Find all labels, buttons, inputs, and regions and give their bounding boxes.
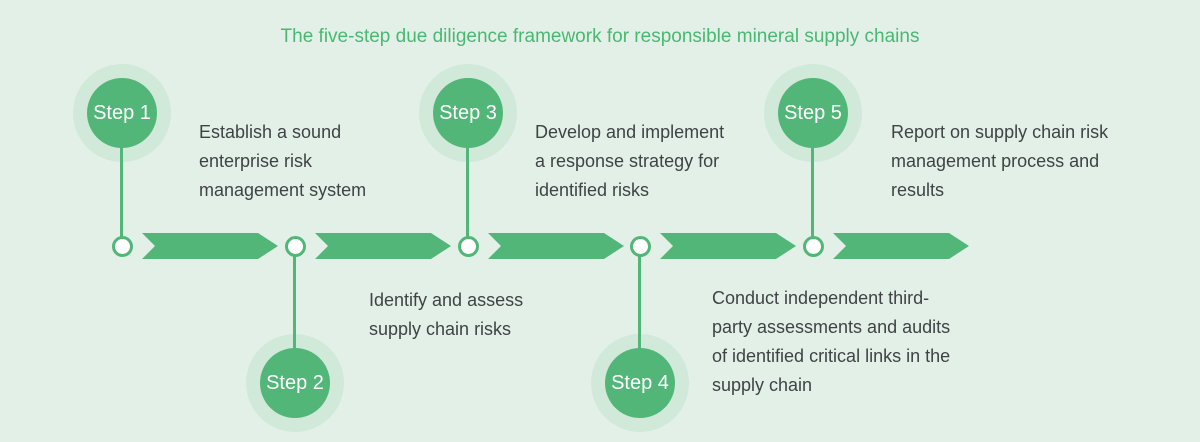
step-2-description: Identify and assess supply chain risks [369,286,523,344]
chevron-arrow-icon [142,233,278,259]
step-1-circle: Step 1 [87,78,157,148]
timeline-node-4 [630,236,651,257]
step-5-description-line: management process and [891,151,1100,171]
step-2-description-line: Identify and assess [369,290,524,310]
step-1-description-line: management system [199,180,367,200]
timeline-node-3 [458,236,479,257]
step-5-connector-line [811,146,814,237]
chevron-arrow-icon [315,233,451,259]
step-3-description-line: Develop and implement [535,122,725,142]
step-5-label: Step 5 [784,101,842,124]
timeline-node-2 [285,236,306,257]
step-1-description-line: enterprise risk [199,151,313,171]
step-4-description-line: Conduct independent third- [712,288,930,308]
step-2-circle: Step 2 [260,348,330,418]
chevron-arrow-icon [833,233,969,259]
step-2-connector-line [293,255,296,349]
step-1-label: Step 1 [93,101,151,124]
step-4-circle: Step 4 [605,348,675,418]
step-1-description: Establish a sound enterprise risk manage… [199,118,366,205]
chevron-arrow-icon [660,233,796,259]
chevron-arrow-icon [488,233,624,259]
step-4-description-line: of identified critical links in the [712,346,951,366]
step-4-description: Conduct independent third- party assessm… [712,284,950,400]
step-3-connector-line [466,146,469,237]
step-4-connector-line [638,255,641,349]
step-1-connector-line [120,146,123,237]
step-5-description-line: results [891,180,945,200]
step-3-description-line: a response strategy for [535,151,720,171]
step-3-description-line: identified risks [535,180,650,200]
step-3-label: Step 3 [439,101,497,124]
timeline-node-1 [112,236,133,257]
step-3-description: Develop and implement a response strateg… [535,118,724,205]
step-4-description-line: supply chain [712,375,813,395]
step-2-description-line: supply chain risks [369,319,512,339]
step-4-description-line: party assessments and audits [712,317,951,337]
step-2-label: Step 2 [266,371,324,394]
step-5-description-line: Report on supply chain risk [891,122,1109,142]
diagram-title: The five-step due diligence framework fo… [280,26,920,47]
step-4-label: Step 4 [611,371,669,394]
step-5-description: Report on supply chain risk management p… [891,118,1108,205]
step-5-circle: Step 5 [778,78,848,148]
timeline-node-5 [803,236,824,257]
step-1-description-line: Establish a sound [199,122,342,142]
step-3-circle: Step 3 [433,78,503,148]
